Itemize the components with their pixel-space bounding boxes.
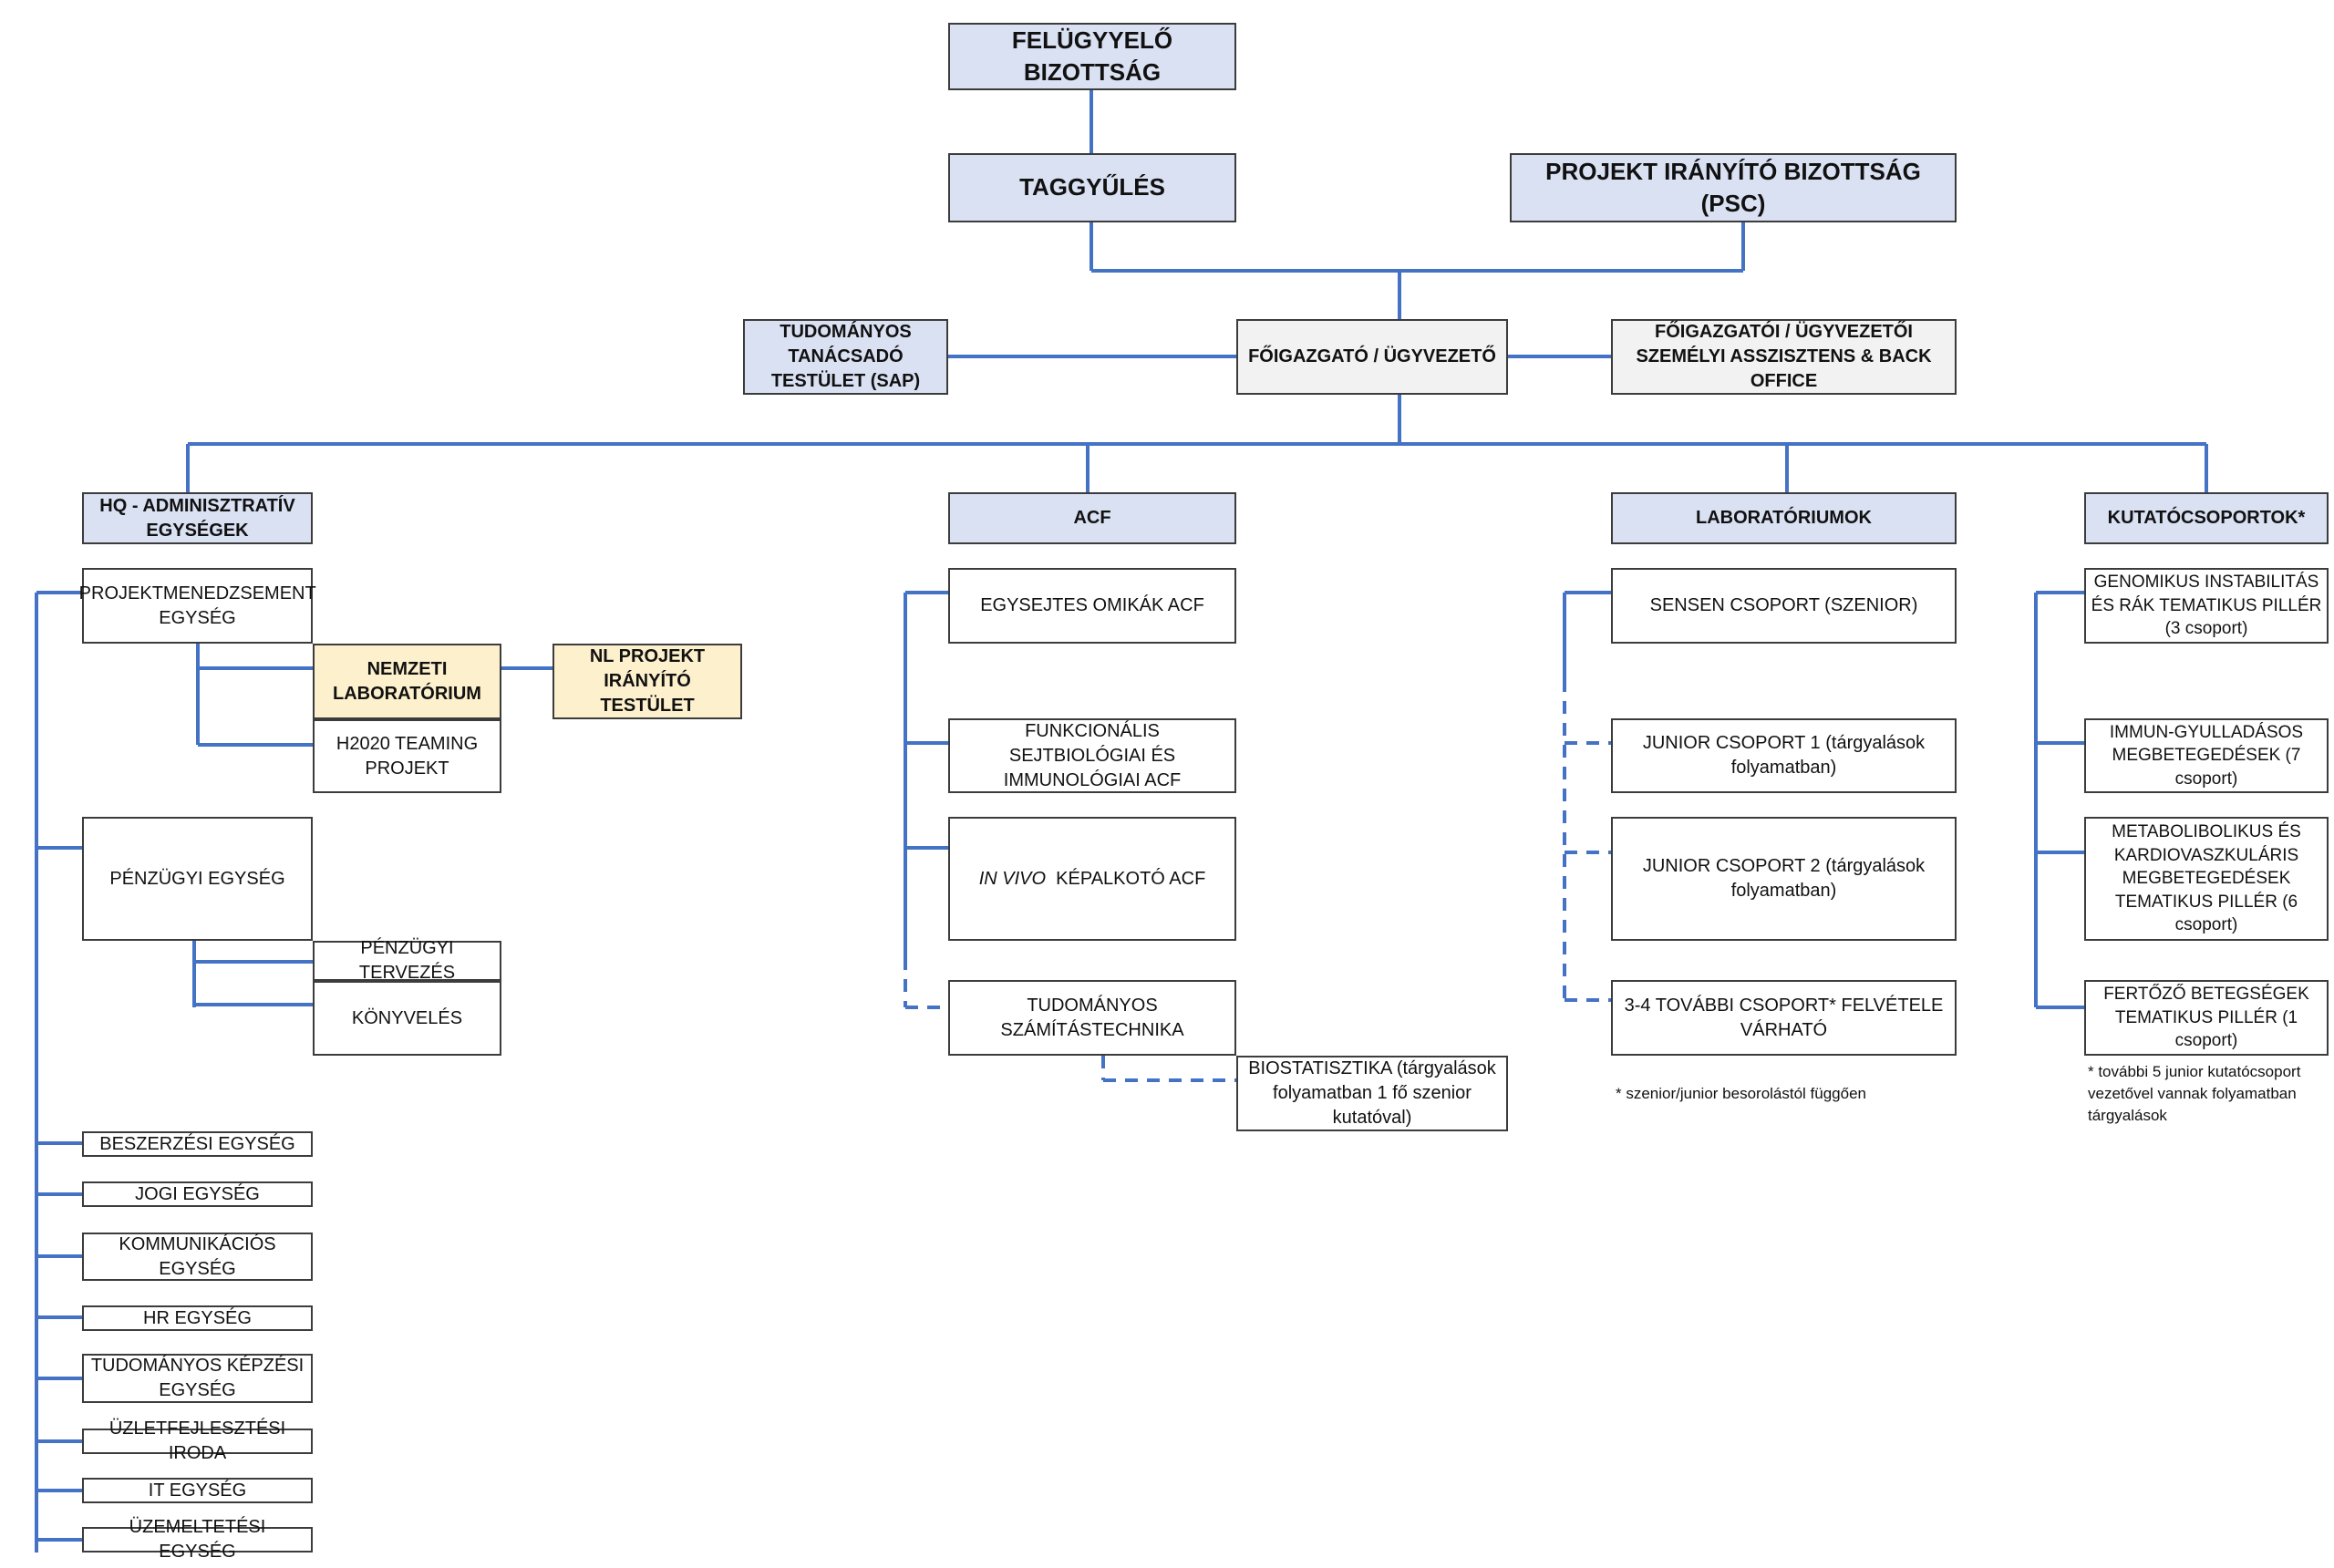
in-vivo-acf-box: IN VIVO KÉPALKOTÓ ACF — [948, 817, 1236, 941]
hq-unit-box: JOGI EGYSÉG — [82, 1181, 313, 1207]
hq-unit-box: HR EGYSÉG — [82, 1305, 313, 1331]
hq-unit-box: ÜZLETFEJLESZTÉSI IRODA — [82, 1418, 313, 1463]
in-vivo-italic-label: IN VIVO — [978, 868, 1047, 889]
in-vivo-label-rest: KÉPALKOTÓ ACF — [1056, 868, 1206, 889]
psc-box: PROJEKT IRÁNYÍTÓ BIZOTTSÁG (PSC) — [1510, 153, 1957, 222]
acf-header: ACF — [948, 492, 1236, 544]
hq-unit-box: TUDOMÁNYOS KÉPZÉSI EGYSÉG — [82, 1354, 313, 1403]
supervisory-board-box: FELÜGYYELŐ BIZOTTSÁG — [948, 23, 1236, 90]
nl-steering-box: NL PROJEKT IRÁNYÍTÓ TESTÜLET — [553, 644, 742, 719]
ceo-assistant-box: FŐIGAZGATÓI / ÜGYVEZETŐI SZEMÉLYI ASSZIS… — [1611, 319, 1957, 395]
genomic-pillar-box: GENOMIKUS INSTABILITÁS ÉS RÁK TEMATIKUS … — [2084, 568, 2329, 644]
more-groups-box: 3-4 TOVÁBBI CSOPORT* FELVÉTELE VÁRHATÓ — [1611, 980, 1957, 1056]
immune-pillar-box: IMMUN-GYULLADÁSOS MEGBETEGEDÉSEK (7 csop… — [2084, 718, 2329, 793]
junior-group-1-box: JUNIOR CSOPORT 1 (tárgyalások folyamatba… — [1611, 718, 1957, 793]
project-management-box: PROJEKTMENEDZSEMENT EGYSÉG — [79, 568, 316, 644]
metabolic-pillar-box: METABOLIBOLIKUS ÉS KARDIOVASZKULÁRIS MEG… — [2084, 817, 2329, 941]
single-cell-acf-box: EGYSEJTES OMIKÁK ACF — [948, 568, 1236, 644]
hq-unit-box: KOMMUNIKÁCIÓS EGYSÉG — [82, 1233, 313, 1281]
research-groups-header: KUTATÓCSOPORTOK* — [2084, 492, 2329, 544]
hq-unit-box: IT EGYSÉG — [82, 1478, 313, 1503]
finance-box: PÉNZÜGYI EGYSÉG — [82, 817, 313, 941]
hq-header: HQ - ADMINISZTRATÍV EGYSÉGEK — [82, 492, 313, 544]
labs-footnote: * szenior/junior besorolástól függően — [1616, 1085, 1867, 1102]
national-lab-box: NEMZETI LABORATÓRIUM — [313, 644, 501, 719]
general-assembly-box: TAGGYŰLÉS — [948, 153, 1236, 222]
labs-header: LABORATÓRIUMOK — [1611, 492, 1957, 544]
ceo-box: FŐIGAZGATÓ / ÜGYVEZETŐ — [1236, 319, 1508, 395]
financial-planning-box: PÉNZÜGYI TERVEZÉS — [313, 938, 501, 983]
research-footnote: * további 5 junior kutatócsoport vezetőv… — [2088, 1063, 2301, 1124]
infectious-pillar-box: FERTŐZŐ BETEGSÉGEK TEMATIKUS PILLÉR (1 c… — [2084, 980, 2329, 1056]
functional-acf-box: FUNKCIONÁLIS SEJTBIOLÓGIAI ÉS IMMUNOLÓGI… — [948, 718, 1236, 793]
hq-unit-box: ÜZEMELTETÉSI EGYSÉG — [82, 1517, 313, 1562]
hq-unit-box: BESZERZÉSI EGYSÉG — [82, 1131, 313, 1157]
h2020-box: H2020 TEAMING PROJEKT — [313, 719, 501, 793]
junior-group-2-box: JUNIOR CSOPORT 2 (tárgyalások folyamatba… — [1611, 817, 1957, 941]
accounting-box: KÖNYVELÉS — [313, 981, 501, 1056]
sap-box: TUDOMÁNYOS TANÁCSADÓ TESTÜLET (SAP) — [743, 319, 948, 395]
scientific-computing-box: TUDOMÁNYOS SZÁMÍTÁSTECHNIKA — [948, 980, 1236, 1056]
sensen-group-box: SENSEN CSOPORT (SZENIOR) — [1611, 568, 1957, 644]
biostatistics-box: BIOSTATISZTIKA (tárgyalások folyamatban … — [1236, 1056, 1508, 1131]
